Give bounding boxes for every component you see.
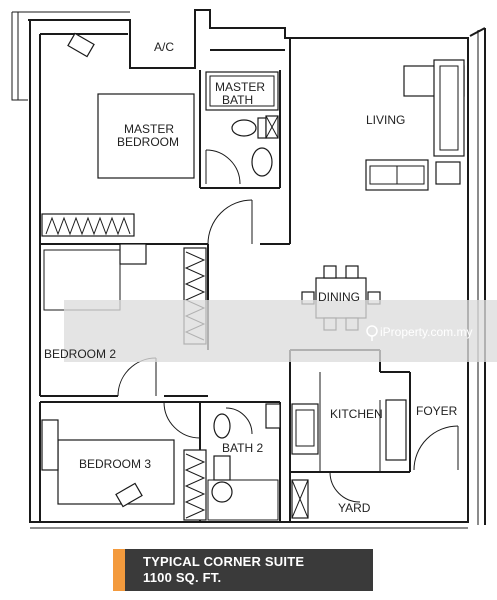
room-labels: A/C MASTER BATH MASTER BEDROOM LIVING DI… xyxy=(44,40,458,515)
interior-walls xyxy=(39,33,411,522)
doors xyxy=(117,149,459,503)
dining-label: DINING xyxy=(318,290,360,304)
ac-label: A/C xyxy=(154,40,174,54)
master-bedroom-label-line1: MASTER xyxy=(124,122,174,136)
yard-label: YARD xyxy=(338,501,371,515)
living-furniture xyxy=(365,59,465,191)
watermark: iProperty.com.my xyxy=(64,300,497,362)
caption-text: TYPICAL CORNER SUITE 1100 SQ. FT. xyxy=(125,549,304,591)
master-bath-label-line1: MASTER xyxy=(215,80,265,94)
bedroom2-label: BEDROOM 2 xyxy=(44,347,116,361)
floor-plan: iProperty.com.my A/C MASTER BATH MASTER … xyxy=(11,9,497,529)
kitchen-label: KITCHEN xyxy=(330,407,383,421)
watermark-text: iProperty.com.my xyxy=(380,325,472,339)
caption-accent-bar xyxy=(113,549,125,591)
bath2-label: BATH 2 xyxy=(222,441,263,455)
bedroom-furniture xyxy=(41,32,195,508)
caption-size: 1100 SQ. FT. xyxy=(143,570,222,585)
exterior-walls xyxy=(11,9,486,529)
caption-box: TYPICAL CORNER SUITE 1100 SQ. FT. xyxy=(113,549,373,591)
bathroom-fixtures xyxy=(205,71,281,521)
master-bath-label-line2: BATH xyxy=(222,93,253,107)
foyer-label: FOYER xyxy=(416,404,458,418)
master-bedroom-label-line2: BEDROOM xyxy=(117,135,179,149)
bedroom3-label: BEDROOM 3 xyxy=(79,457,151,471)
pin-icon xyxy=(366,325,378,341)
caption-title: TYPICAL CORNER SUITE xyxy=(143,554,305,569)
living-label: LIVING xyxy=(366,113,405,127)
kitchen-fixtures xyxy=(291,399,407,519)
